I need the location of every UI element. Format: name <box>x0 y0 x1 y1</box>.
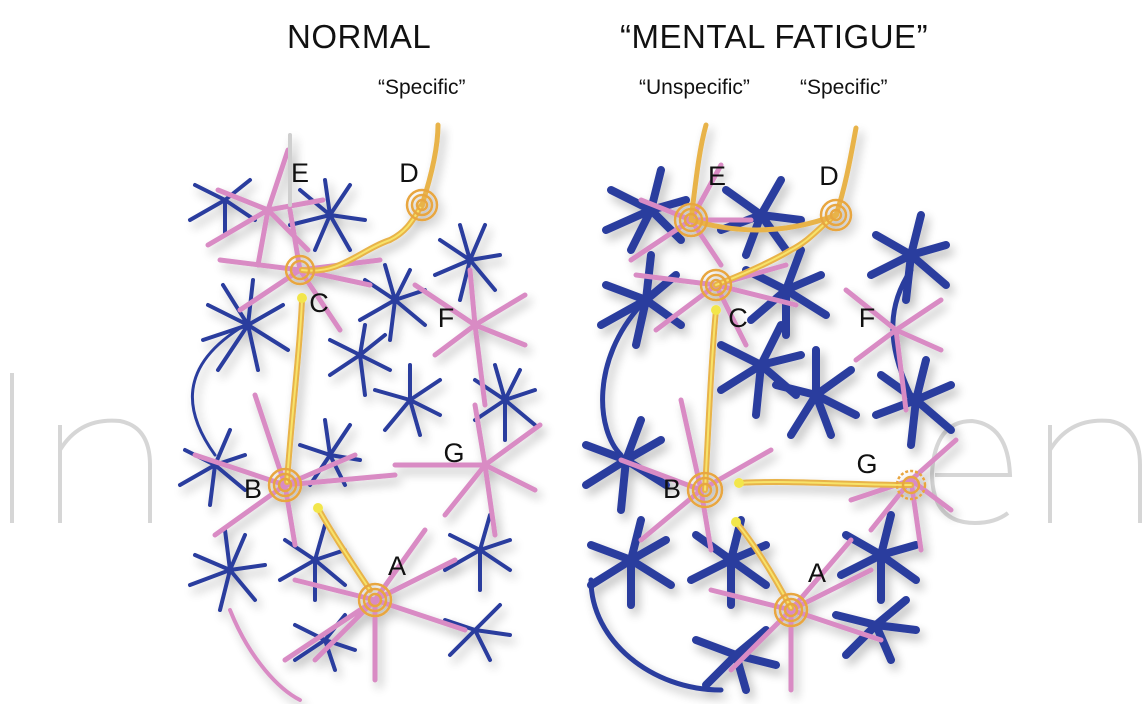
node-label-e: E <box>702 163 732 190</box>
node-label-c: C <box>304 290 334 317</box>
node-label-f: F <box>431 305 461 332</box>
node-label-e: E <box>285 160 315 187</box>
node-label-g: G <box>439 440 469 467</box>
node-label-a: A <box>382 553 412 580</box>
node-label-g: G <box>852 451 882 478</box>
node-label-f: F <box>852 305 882 332</box>
neuron-icon <box>621 165 956 690</box>
axon-pathway <box>691 125 911 608</box>
panel-normal: NORMAL “Specific” A B C D E F G <box>0 0 571 704</box>
subtitle-specific: “Specific” <box>800 76 888 100</box>
subtitle-unspecific: “Unspecific” <box>639 76 750 100</box>
panel-title: NORMAL <box>287 18 431 56</box>
panel-title: “MENTAL FATIGUE” <box>620 18 928 56</box>
subtitle-specific: “Specific” <box>378 76 466 100</box>
neural-network-diagram-mental-fatigue <box>571 0 1143 704</box>
astrocyte-icon <box>586 170 951 690</box>
node-label-a: A <box>802 560 832 587</box>
panel-mental-fatigue: “MENTAL FATIGUE” “Unspecific” “Specific”… <box>571 0 1143 704</box>
node-label-b: B <box>238 476 268 503</box>
node-label-d: D <box>814 163 844 190</box>
node-label-d: D <box>394 160 424 187</box>
node-label-c: C <box>723 305 753 332</box>
node-label-b: B <box>657 476 687 503</box>
neural-network-diagram-normal <box>0 0 571 704</box>
